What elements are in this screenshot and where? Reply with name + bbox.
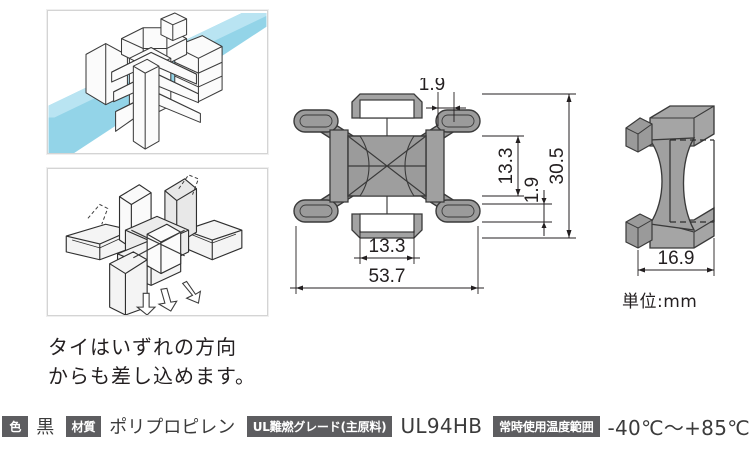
dim-label-inner-height: 13.3: [496, 148, 517, 185]
dim-label-center-width: 13.3: [369, 236, 406, 257]
dimension-top-gap: 1.9: [419, 78, 466, 126]
dimension-inner-height: 13.3: [482, 135, 524, 197]
spec-item-temp-range: 常時使用温度範囲 -40℃～+85℃: [493, 412, 750, 440]
clip-cross-body: [65, 178, 243, 315]
dimension-tab-height: 1.9: [482, 177, 552, 236]
dim-label-overall-height: 30.5: [547, 148, 568, 185]
unit-label: 単位:mm: [622, 292, 698, 312]
spec-item-material: 材質 ポリプロピレン: [65, 412, 236, 440]
clip-on-band-illustration-panel: [47, 10, 268, 154]
spec-item-color: 色 黒: [2, 412, 54, 440]
dim-label-tab-height: 1.9: [522, 177, 543, 203]
dim-label-side-width: 16.9: [658, 248, 695, 269]
spec-value-ul-grade: UL94HB: [400, 414, 483, 438]
dimension-side-width: 16.9: [637, 238, 715, 276]
spec-value-color: 黒: [36, 417, 55, 438]
clip-insertion-direction-illustration-panel: [47, 168, 268, 316]
construction-lines: [131, 229, 185, 259]
front-view-technical-drawing: 1.9 30.5 13.3: [286, 78, 591, 300]
dim-label-overall-width: 53.7: [369, 266, 406, 287]
clip-on-band-drawing: [48, 11, 267, 153]
dimension-overall-height: 30.5: [482, 93, 576, 239]
side-view-technical-drawing: 16.9: [604, 100, 750, 280]
spec-item-ul-grade: UL難燃グレード(主原料) UL94HB: [246, 412, 483, 440]
spec-label-temp-range: 常時使用温度範囲: [493, 415, 600, 437]
specification-bar: 色 黒 材質 ポリプロピレン UL難燃グレード(主原料) UL94HB 常時使用…: [0, 412, 750, 440]
front-view-part: [293, 93, 481, 239]
dimension-overall-width: 53.7: [290, 226, 484, 294]
spec-value-temp-range: -40℃～+85℃: [607, 415, 750, 440]
clip-body: [85, 12, 223, 150]
insertion-direction-caption: タイはいずれの方向 からも差し込めます。: [48, 335, 256, 388]
spec-label-ul-grade: UL難燃グレード(主原料): [246, 415, 393, 437]
spec-label-color: 色: [2, 415, 29, 437]
spec-value-material: ポリプロピレン: [109, 417, 236, 438]
dim-label-top-gap: 1.9: [419, 78, 445, 95]
spec-label-material: 材質: [65, 415, 102, 437]
direction-arrows: [135, 280, 202, 315]
clip-direction-drawing: [48, 169, 267, 315]
insertion-direction-guides: [87, 174, 200, 225]
side-view-part: [625, 105, 715, 249]
dimension-center-width: 13.3: [354, 230, 420, 264]
